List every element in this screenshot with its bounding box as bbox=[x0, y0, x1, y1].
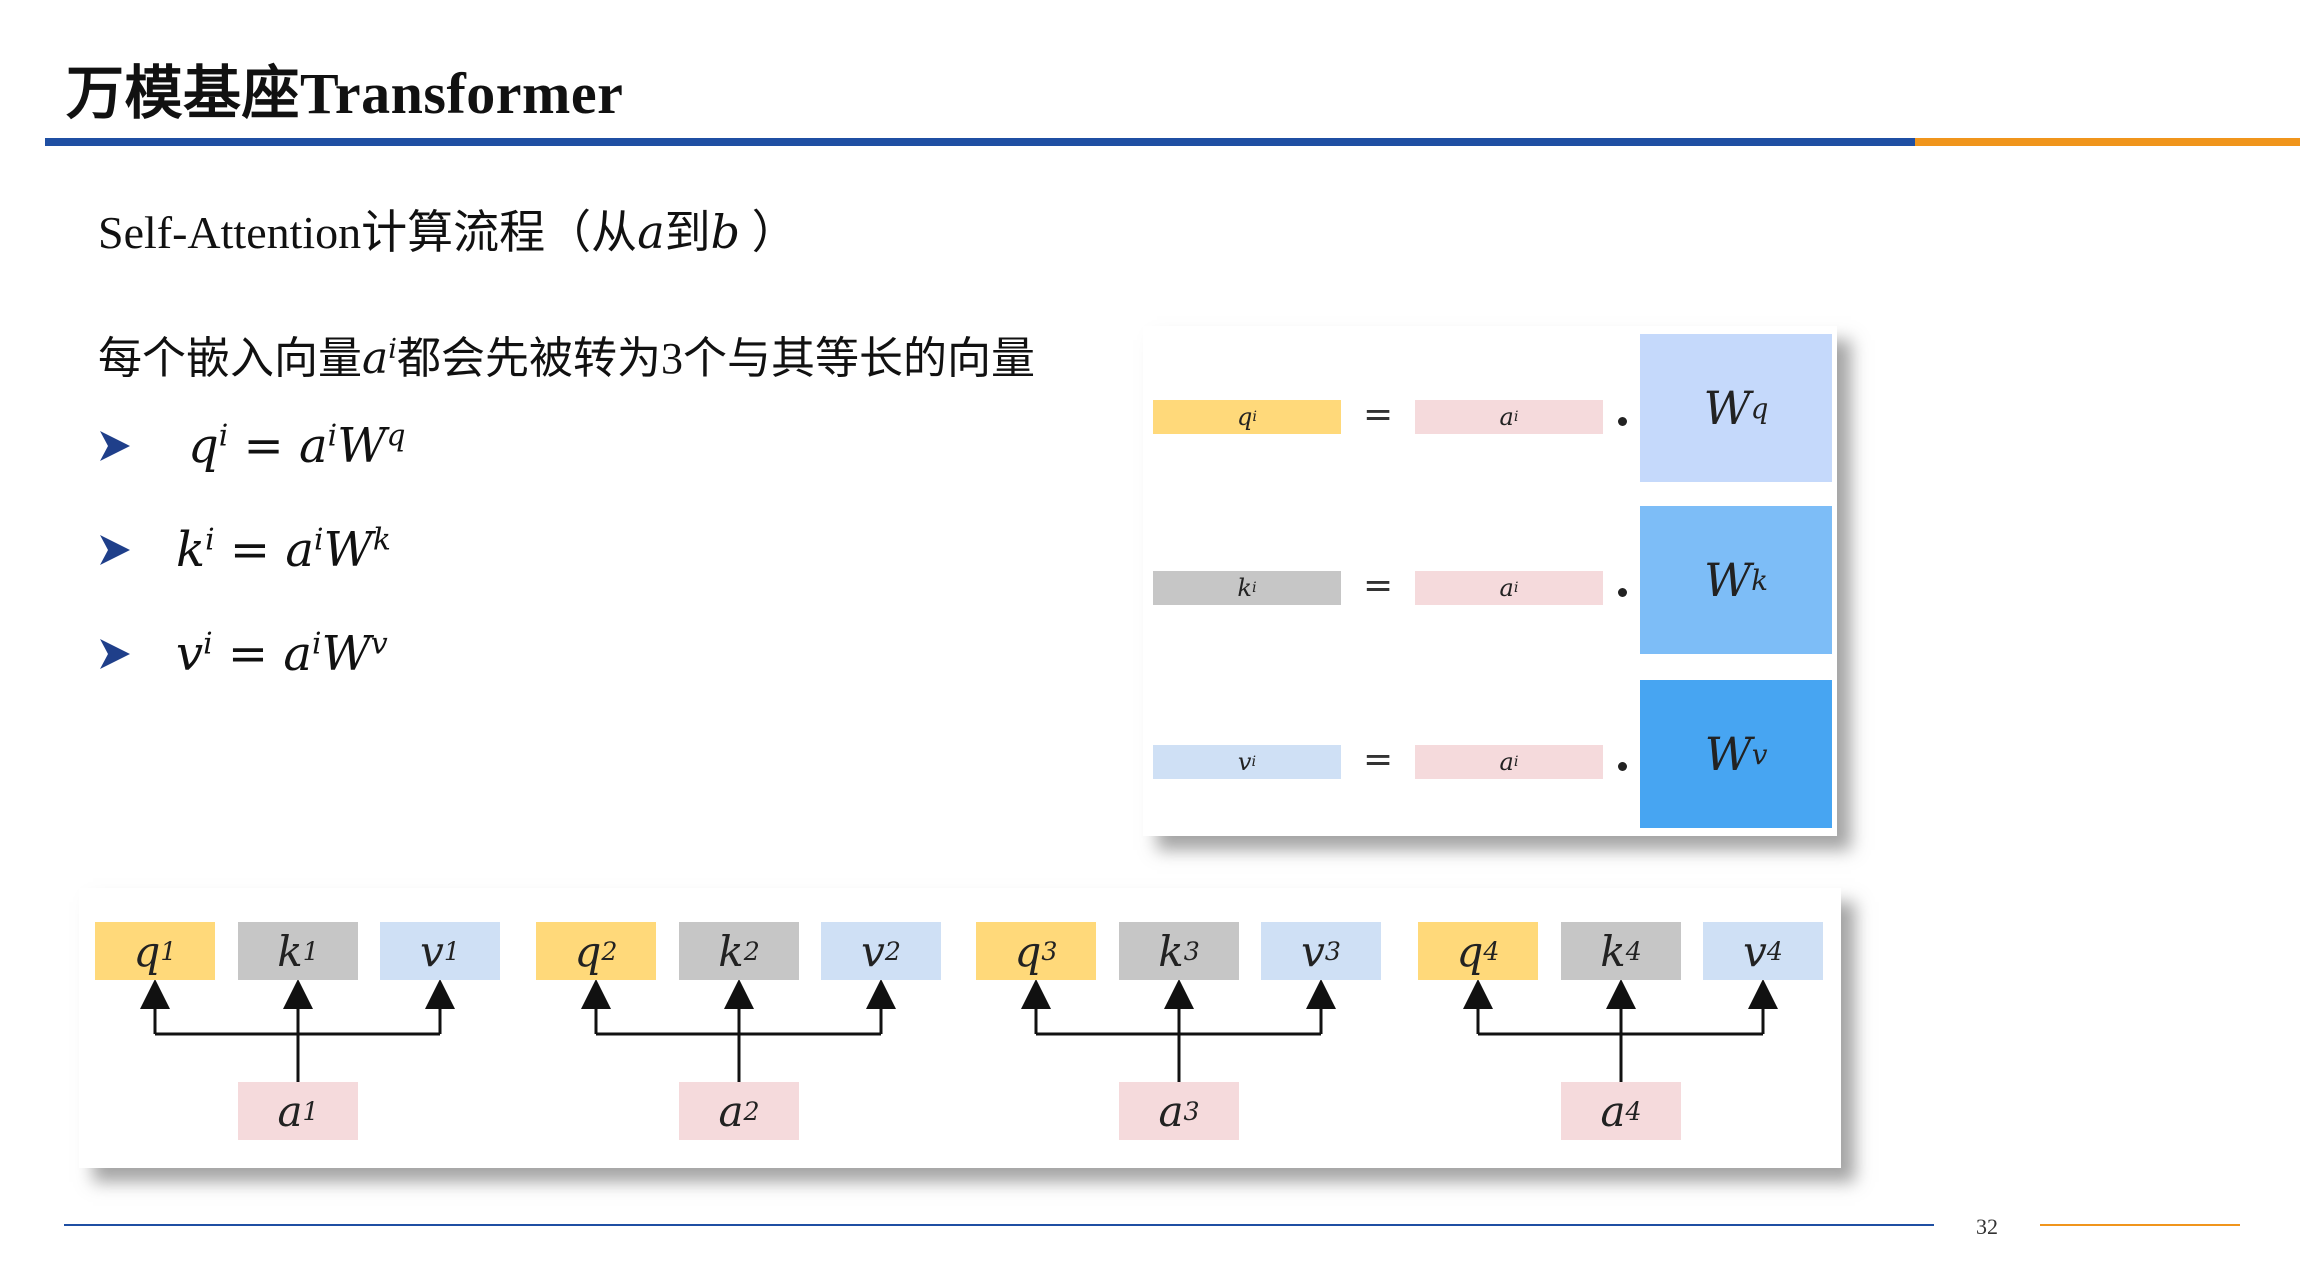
page-number: 32 bbox=[1976, 1214, 1998, 1239]
connector-lines bbox=[140, 979, 1778, 1082]
bullet-arrow-icon bbox=[100, 535, 130, 565]
dot-operator bbox=[1618, 762, 1627, 771]
equation-q: qi = aiWq bbox=[98, 418, 406, 474]
footer-rule-orange bbox=[2040, 1224, 2240, 1226]
footer-rule-blue bbox=[64, 1224, 1934, 1226]
subtitle-mid: 到 bbox=[664, 207, 711, 258]
intro-text: 每个嵌入向量ai都会先被转为3个与其等长的向量 bbox=[98, 322, 1035, 386]
bullet-arrow-icon bbox=[100, 639, 130, 669]
intro-suffix: 都会先被转为3个与其等长的向量 bbox=[396, 334, 1035, 383]
equation-k: ki = aiWk bbox=[98, 522, 391, 578]
intro-prefix: 每个嵌入向量 bbox=[98, 334, 362, 383]
subtitle-prefix: Self-Attention计算流程（从 bbox=[98, 207, 638, 258]
equals-sign: = bbox=[1363, 739, 1394, 780]
dot-operator bbox=[1618, 588, 1627, 597]
page-title: 万模基座Transformer bbox=[66, 61, 624, 126]
subtitle-var-a: a bbox=[637, 205, 665, 259]
subtitle-var-b: b bbox=[710, 205, 741, 259]
subtitle-suffix: ） bbox=[740, 207, 798, 258]
section-subtitle: Self-Attention计算流程（从a到b ） bbox=[98, 196, 798, 262]
dot-operator bbox=[1618, 417, 1627, 426]
equals-sign: = bbox=[1363, 394, 1394, 435]
intro-var: ai bbox=[362, 333, 397, 384]
equation-v: vi = aiWv bbox=[98, 626, 388, 682]
equals-sign: = bbox=[1363, 565, 1394, 606]
header-rule-orange bbox=[1915, 138, 2300, 146]
bullet-arrow-icon bbox=[100, 431, 130, 461]
header-rule-blue bbox=[45, 138, 1915, 146]
